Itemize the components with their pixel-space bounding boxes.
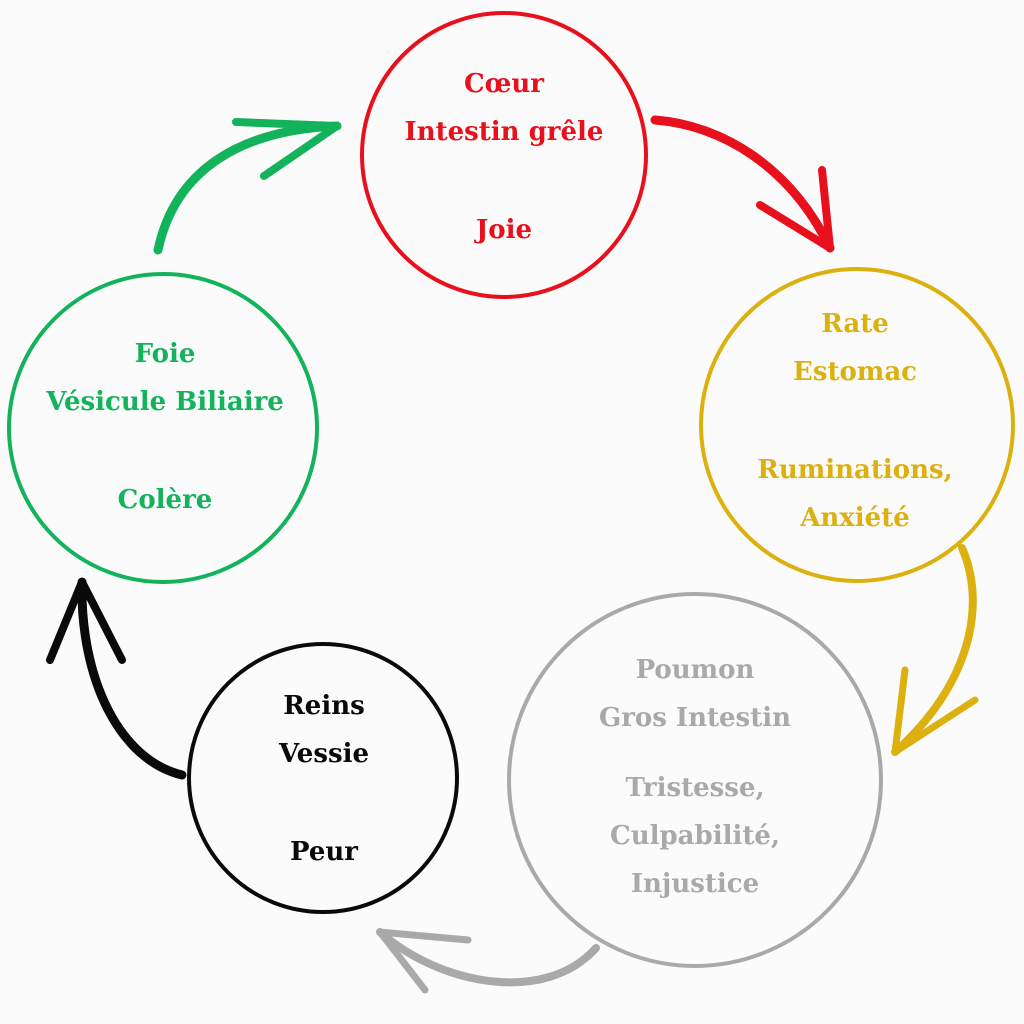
arrow-shaft — [153, 121, 342, 255]
organ-label: Vessie — [278, 739, 370, 769]
organ-label: Vésicule Biliaire — [46, 387, 284, 417]
arrow-icon — [232, 118, 341, 180]
node-reins: Reins Vessie Peur — [194, 682, 454, 876]
emotion-label: Peur — [290, 837, 358, 867]
organ-label: Intestin grêle — [404, 117, 604, 147]
arrow-icon — [46, 578, 126, 664]
node-coeur: Cœur Intestin grêle Joie — [364, 60, 644, 254]
node-rate: Rate Estomac Ruminations, Anxiété — [695, 300, 1015, 542]
emotion-label: Ruminations, — [757, 455, 953, 485]
arrow-shaft — [650, 115, 835, 253]
organ-label: Cœur — [463, 69, 545, 99]
emotion-label: Tristesse, — [625, 773, 765, 803]
arrow-rate-to-poumon — [891, 544, 979, 756]
circle-foie — [7, 272, 319, 584]
emotion-label: Joie — [475, 215, 533, 245]
organ-label: Gros Intestin — [599, 703, 791, 733]
arrow-shaft — [891, 544, 977, 756]
arrow-shaft — [77, 577, 187, 780]
organ-label: Reins — [283, 691, 365, 721]
organ-label: Poumon — [635, 655, 755, 685]
arrow-coeur-to-rate — [650, 115, 835, 253]
arrow-icon — [376, 928, 472, 994]
node-foie: Foie Vésicule Biliaire Colère — [15, 330, 315, 524]
arrow-icon — [756, 166, 834, 252]
circle-coeur — [360, 11, 648, 299]
emotion-label: Anxiété — [800, 503, 910, 533]
arrow-shaft — [376, 928, 600, 987]
node-poumon: Poumon Gros Intestin Tristesse, Culpabil… — [530, 646, 860, 908]
arrow-icon — [891, 666, 979, 756]
circle-reins — [187, 642, 459, 914]
organ-label: Rate — [821, 309, 889, 339]
circle-poumon — [507, 592, 883, 968]
arrow-poumon-to-reins — [376, 928, 600, 994]
emotion-label: Culpabilité, — [610, 821, 780, 851]
organ-label: Foie — [134, 339, 196, 369]
organ-label: Estomac — [793, 357, 917, 387]
emotion-label: Colère — [117, 485, 213, 515]
arrow-foie-to-coeur — [153, 118, 342, 255]
emotion-label: Injustice — [630, 869, 760, 899]
arrow-reins-to-foie — [46, 577, 187, 780]
circle-rate — [699, 267, 1015, 583]
